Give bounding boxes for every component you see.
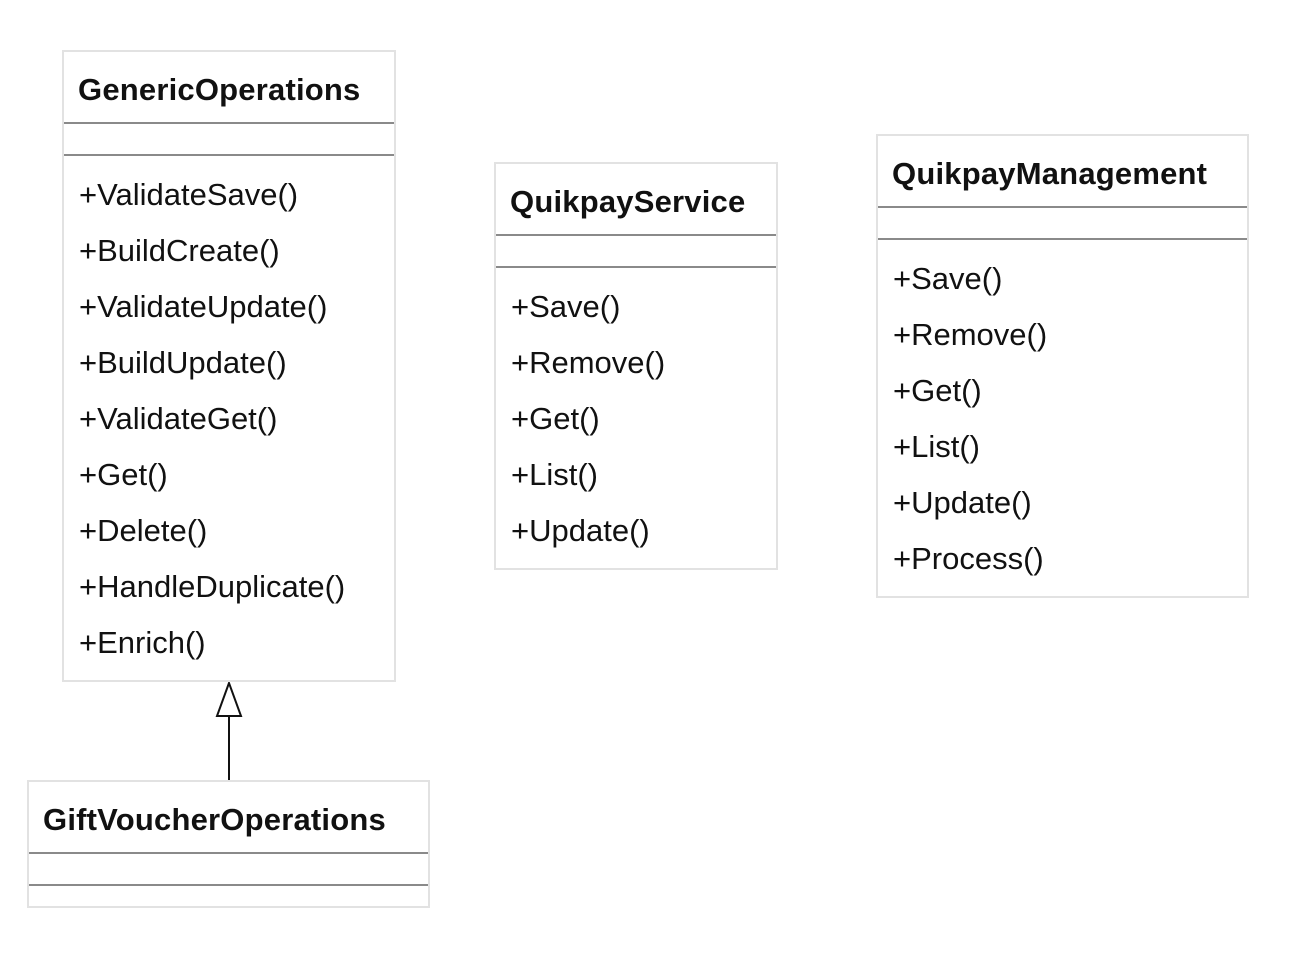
attributes-compartment (878, 208, 1247, 240)
method: +Update() (893, 485, 1032, 520)
attributes-compartment (496, 236, 776, 268)
attributes-compartment (64, 124, 394, 156)
methods-compartment: +Save() +Remove() +Get() +List() +Update… (496, 268, 776, 565)
class-name: GenericOperations (64, 52, 394, 124)
class-name: QuikpayService (496, 164, 776, 236)
method: +Get() (511, 401, 600, 436)
method: +List() (511, 457, 598, 492)
method: +Save() (511, 289, 621, 324)
method: +Save() (893, 261, 1003, 296)
method: +ValidateSave() (79, 177, 299, 212)
method: +Update() (511, 513, 650, 548)
method: +Get() (893, 373, 982, 408)
method: +BuildCreate() (79, 233, 280, 268)
inheritance-arrowhead-icon (215, 680, 243, 717)
method: +Enrich() (79, 625, 206, 660)
method: +ValidateGet() (79, 401, 278, 436)
method: +Get() (79, 457, 168, 492)
method: +Delete() (79, 513, 208, 548)
class-gift-voucher-operations[interactable]: GiftVoucherOperations (27, 780, 430, 908)
class-quikpay-management[interactable]: QuikpayManagement +Save() +Remove() +Get… (876, 134, 1249, 598)
attributes-compartment (29, 854, 428, 886)
class-name: QuikpayManagement (878, 136, 1247, 208)
method: +List() (893, 429, 980, 464)
method: +Remove() (511, 345, 666, 380)
method: +ValidateUpdate() (79, 289, 328, 324)
method: +BuildUpdate() (79, 345, 287, 380)
class-generic-operations[interactable]: GenericOperations +ValidateSave() +Build… (62, 50, 396, 682)
methods-compartment: +Save() +Remove() +Get() +List() +Update… (878, 240, 1247, 593)
method: +Remove() (893, 317, 1048, 352)
class-name: GiftVoucherOperations (29, 782, 428, 854)
method: +Process() (893, 541, 1044, 576)
class-quikpay-service[interactable]: QuikpayService +Save() +Remove() +Get() … (494, 162, 778, 570)
method: +HandleDuplicate() (79, 569, 346, 604)
methods-compartment: +ValidateSave() +BuildCreate() +Validate… (64, 156, 394, 677)
